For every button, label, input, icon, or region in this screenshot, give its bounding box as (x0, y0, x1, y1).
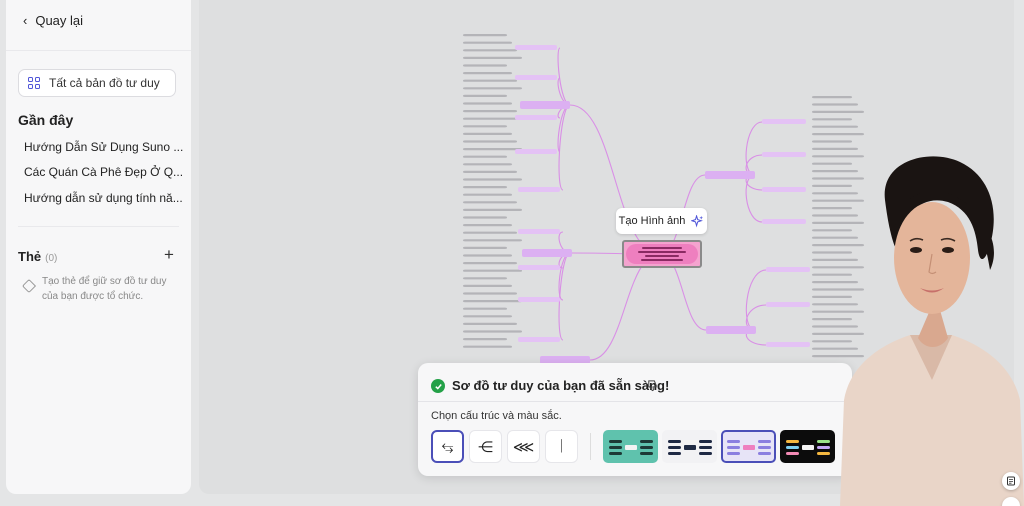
tags-hint: Tạo thẻ để giữ sơ đồ tư duy của bạn được… (42, 276, 167, 302)
left-branch-structure-icon: ⋲ (478, 438, 493, 456)
structure-option-bidirectional[interactable]: ⥃ (431, 430, 464, 463)
secondary-floating-button[interactable] (1002, 497, 1020, 506)
central-topic-node[interactable] (622, 240, 702, 268)
notes-button[interactable] (1002, 472, 1020, 490)
tags-heading-label: Thẻ (18, 249, 42, 264)
teal-theme-preview (608, 439, 653, 455)
recent-item[interactable]: Hướng Dẫn Sử Dụng Suno ... (24, 140, 184, 154)
back-button[interactable]: ‹ Quay lại (23, 13, 83, 28)
tags-heading: Thẻ(0) (18, 249, 57, 264)
panel-title: Sơ đồ tư duy của bạn đã sẵn sàng! (452, 378, 670, 393)
pastel-theme-preview (726, 439, 771, 455)
structure-option-double-left[interactable]: ⋘ (507, 430, 540, 463)
grid-icon (28, 77, 40, 89)
divider (418, 401, 852, 402)
generate-image-button[interactable]: Tạo Hình ảnh (616, 208, 707, 234)
color-option-pastel[interactable] (721, 430, 776, 463)
color-option-black[interactable] (780, 430, 835, 463)
presenter-video-overlay (840, 156, 1024, 506)
generate-image-label: Tạo Hình ảnh (618, 215, 686, 227)
sparkle-icon (691, 214, 704, 227)
black-theme-preview (785, 439, 830, 455)
divider (6, 50, 191, 51)
structure-option-left[interactable]: ⋲ (469, 430, 502, 463)
sidebar: ‹ Quay lại Tất cả bản đồ tư duy Gần đây … (6, 0, 191, 494)
color-option-teal[interactable] (603, 430, 658, 463)
chevron-left-icon: ‹ (23, 13, 28, 28)
tree-structure-icon: ᛁ (556, 438, 566, 455)
back-label: Quay lại (35, 13, 84, 28)
bidirectional-structure-icon: ⥃ (441, 438, 454, 455)
recent-item[interactable]: Hướng dẫn sử dụng tính nă... (24, 191, 183, 205)
divider (590, 433, 591, 460)
structure-option-tree[interactable]: ᛁ (545, 430, 578, 463)
all-mind-maps-label: Tất cả bản đồ tư duy (49, 76, 160, 90)
mind-map-ready-panel: Sơ đồ tư duy của bạn đã sẵn sàng! Chọn c… (418, 363, 852, 476)
check-circle-icon (431, 379, 445, 393)
tags-count: (0) (45, 253, 58, 264)
panel-subtitle: Chọn cấu trúc và màu sắc. (431, 410, 562, 422)
notes-icon (1007, 476, 1015, 486)
thumbs-down-icon[interactable] (646, 379, 659, 392)
recent-item[interactable]: Các Quán Cà Phê Đẹp Ở Q... (24, 165, 184, 179)
double-left-structure-icon: ⋘ (512, 438, 535, 456)
color-option-dark-blue[interactable] (662, 430, 717, 463)
add-tag-button[interactable]: + (164, 245, 174, 264)
dark-blue-theme-preview (667, 439, 712, 455)
recent-heading: Gần đây (18, 112, 74, 128)
divider (18, 226, 179, 227)
all-mind-maps-button[interactable]: Tất cả bản đồ tư duy (18, 69, 176, 97)
